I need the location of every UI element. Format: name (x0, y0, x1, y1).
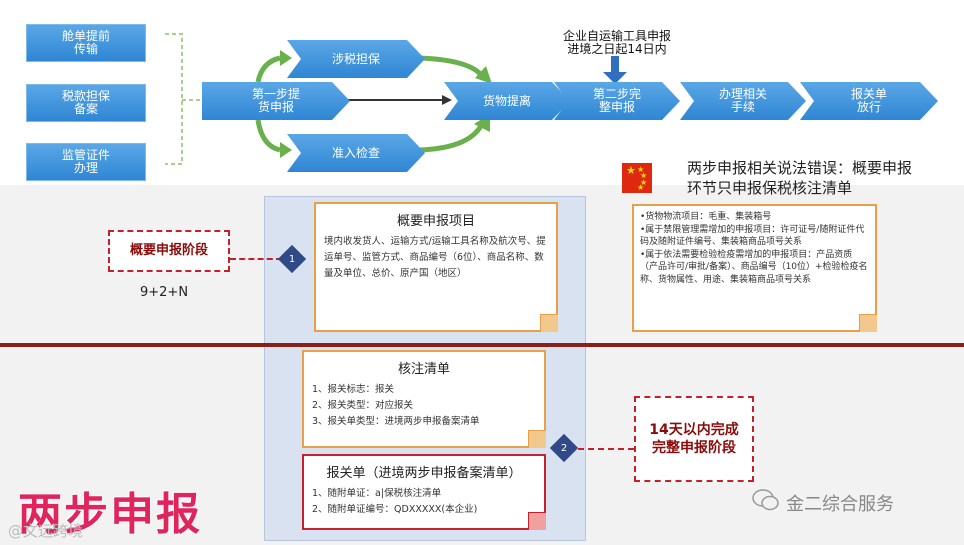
green-arrow-down (255, 119, 281, 153)
declaration-card: 报关单（进境两步申报备案清单） 1、随附单证：a|保税核注清单 2、随附单证编号… (302, 454, 546, 530)
page-fold (859, 314, 877, 332)
summary-body: 境内收发货人、运输方式/运输工具名称及航次号、提运单号、监管方式、商品编号（6位… (324, 236, 546, 279)
flow-connectors (165, 33, 627, 165)
tax-guarantee-chevron: 涉税担保 (287, 40, 425, 78)
stage2-connector (578, 448, 634, 450)
error-statement: 两步申报相关说法错误：概要申报 环节只申报保税核注清单 (687, 159, 913, 197)
china-flag-icon: ★ ★ ★ ★ ★ (622, 163, 652, 193)
step1-chevron: 第一步提 货申报 (202, 82, 350, 120)
down-arrow-shaft (611, 56, 619, 72)
page-fold (540, 314, 558, 332)
green-arrow-to-pickup-bottom (419, 122, 485, 153)
declaration-item: 2、随附单证编号：QDXXXXX(本企业) (312, 504, 478, 515)
page-fold (528, 430, 546, 448)
stage1-connector (230, 258, 282, 260)
manifest-transmission-box: 舱单提前 传输 (26, 24, 146, 62)
summary-title: 概要申报项目 (396, 214, 475, 229)
declaration-title: 报关单（进境两步申报备案清单） (326, 466, 522, 481)
cargo-pickup-chevron: 货物提离 (444, 82, 570, 120)
declaration-item: 1、随附单证：a|保税核注清单 (312, 488, 442, 499)
extra-items-note: •货物物流项目：毛重、集装箱号 •属于禁限管理需增加的申报项目：许可证号/随附证… (632, 204, 877, 332)
stage2-label: 14天以内完成 完整申报阶段 (634, 396, 754, 482)
watermark-right: 金二综合服务 (786, 494, 894, 515)
summary-items-card: 概要申报项目 境内收发货人、运输方式/运输工具名称及航次号、提运单号、监管方式、… (314, 202, 558, 332)
green-arrow-to-pickup-top (419, 55, 484, 78)
process-flow-area: 舱单提前 传输 税款担保 备案 监管证件 办理 第一步提 货申报 涉税担保 准入… (0, 0, 964, 185)
big-title: 两步申报 (18, 489, 202, 540)
checklist-item: 1、报关标志：报关 (312, 384, 395, 395)
procedures-chevron: 办理相关 手续 (680, 82, 806, 120)
step2-chevron: 第二步完 整申报 (554, 82, 680, 120)
checklist-card: 核注清单 1、报关标志：报关 2、报关类型：对应报关 3、报关单类型：进境两步申… (302, 350, 546, 448)
green-arrow-up (255, 55, 281, 83)
watermark-left: @文远跨境 (8, 522, 84, 540)
deadline-note: 企业自运输工具申报 进境之日起14日内 (562, 29, 671, 56)
stage-divider (0, 343, 964, 347)
page-fold (528, 512, 546, 530)
wechat-icon (752, 489, 779, 511)
bracket-line (165, 33, 183, 165)
license-handling-box: 监管证件 办理 (26, 143, 146, 181)
stage1-formula: 9+2+N (140, 285, 189, 300)
access-check-chevron: 准入检查 (287, 134, 425, 172)
release-chevron: 报关单 放行 (800, 82, 938, 120)
checklist-item: 2、报关类型：对应报关 (312, 400, 414, 411)
stage1-label: 概要申报阶段 (108, 230, 230, 272)
checklist-title: 核注清单 (397, 362, 450, 377)
tax-guarantee-filing-box: 税款担保 备案 (26, 84, 146, 122)
step-marker-2: 2 (549, 433, 579, 463)
step-marker-1: 1 (277, 244, 307, 274)
down-arrow-head (603, 72, 627, 84)
checklist-item: 3、报关单类型：进境两步申报备案清单 (312, 416, 480, 427)
